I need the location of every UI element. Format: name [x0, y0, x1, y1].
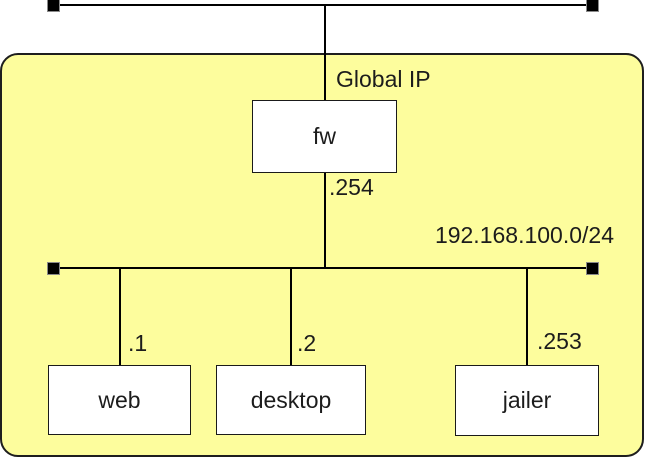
wan-bus-line — [54, 4, 593, 6]
node-fw-label: fw — [313, 123, 336, 149]
zone-label: Global IP — [336, 66, 431, 92]
lan-bus-endpoint-left — [47, 262, 60, 275]
fw-lan-link — [324, 173, 326, 268]
lan-bus-endpoint-right — [586, 262, 599, 275]
lan-subnet-label: 192.168.100.0/24 — [434, 222, 614, 248]
web-ip-label: .1 — [128, 330, 148, 356]
jailer-ip-label: .253 — [537, 328, 582, 354]
desktop-lan-link — [290, 269, 292, 365]
node-desktop-label: desktop — [250, 386, 332, 413]
node-fw: fw — [252, 100, 397, 173]
fw-wan-link — [324, 5, 326, 101]
node-web: web — [48, 365, 191, 435]
web-lan-link — [119, 269, 121, 365]
node-jailer: jailer — [455, 365, 599, 436]
fw-ip-label: .254 — [329, 174, 374, 200]
node-web-label: web — [98, 386, 141, 413]
node-desktop: desktop — [216, 365, 366, 435]
jailer-lan-link — [526, 269, 528, 365]
desktop-ip-label: .2 — [297, 330, 317, 356]
wan-bus-endpoint-right — [586, 0, 599, 12]
node-jailer-label: jailer — [502, 387, 552, 413]
lan-bus-line — [54, 267, 593, 269]
wan-bus-endpoint-left — [47, 0, 60, 12]
